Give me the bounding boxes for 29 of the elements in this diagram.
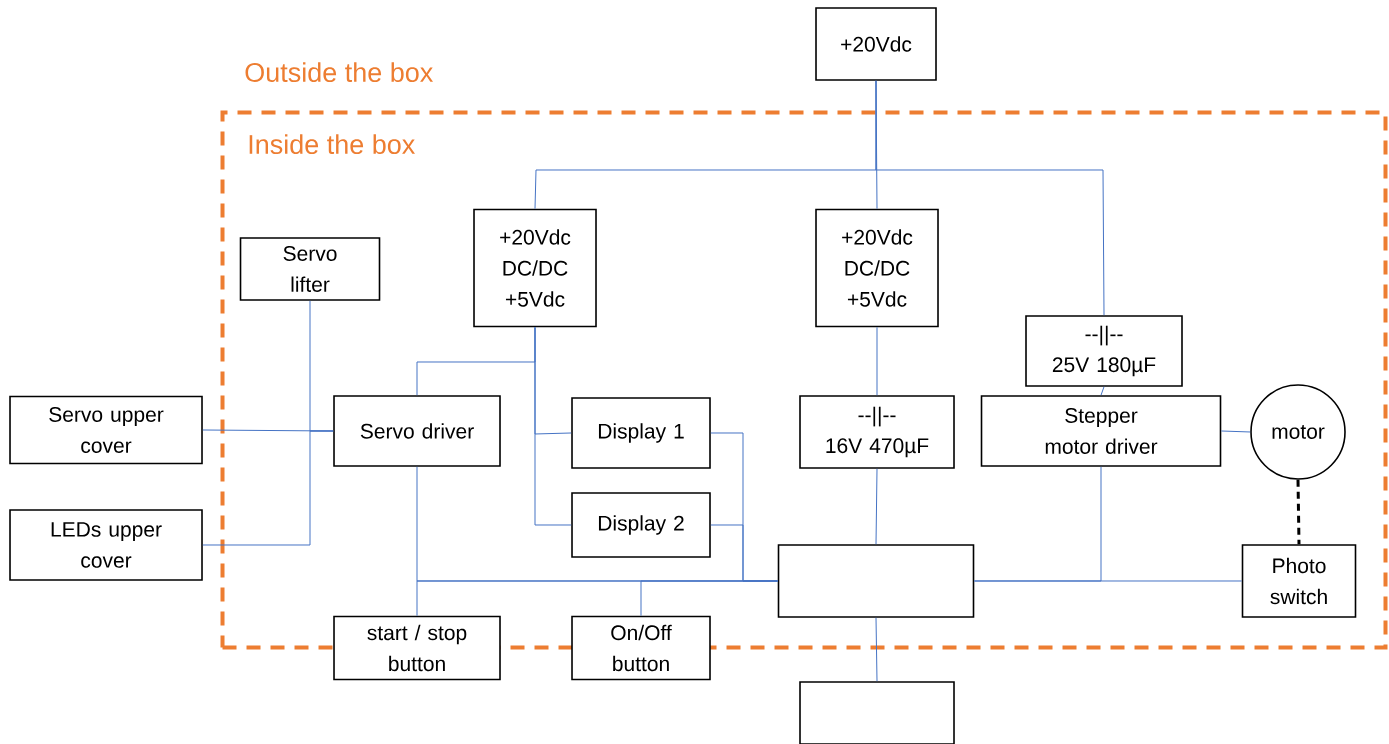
component-box: Photo switch — [1241, 544, 1357, 618]
connector-line — [875, 468, 878, 545]
component-box: Stepper motor driver — [980, 395, 1222, 467]
connector-line — [875, 80, 1105, 316]
connector-line — [875, 617, 878, 682]
connector-line — [1100, 386, 1105, 396]
component-box: --||-- 16V 470µF — [799, 395, 955, 469]
component-box: +20Vdc — [815, 7, 937, 81]
connector-line — [1220, 430, 1251, 433]
connector-line — [534, 326, 572, 526]
component-box — [777, 544, 975, 618]
component-box: Servo upper cover — [9, 395, 203, 465]
component-box: Display 1 — [571, 397, 711, 469]
connector-line — [640, 580, 779, 617]
component-box: Display 2 — [571, 492, 711, 558]
dashed-line — [1296, 479, 1301, 545]
connector-line — [973, 466, 1102, 582]
component-box: Servo driver — [333, 395, 501, 467]
component-box: Servo lifter — [239, 237, 381, 301]
component-box: On/Off button — [571, 615, 711, 681]
component-box — [799, 681, 955, 744]
component-box: +20Vdc DC/DC +5Vdc — [473, 208, 597, 328]
region-label: Outside the box — [245, 62, 433, 83]
connector-line — [876, 326, 878, 396]
component-box: +20Vdc DC/DC +5Vdc — [815, 208, 939, 328]
connector-line — [202, 430, 334, 546]
component-box: --||-- 25V 180µF — [1025, 315, 1183, 387]
component-box: LEDs upper cover — [9, 509, 203, 581]
component-box: start / stop button — [333, 615, 501, 681]
